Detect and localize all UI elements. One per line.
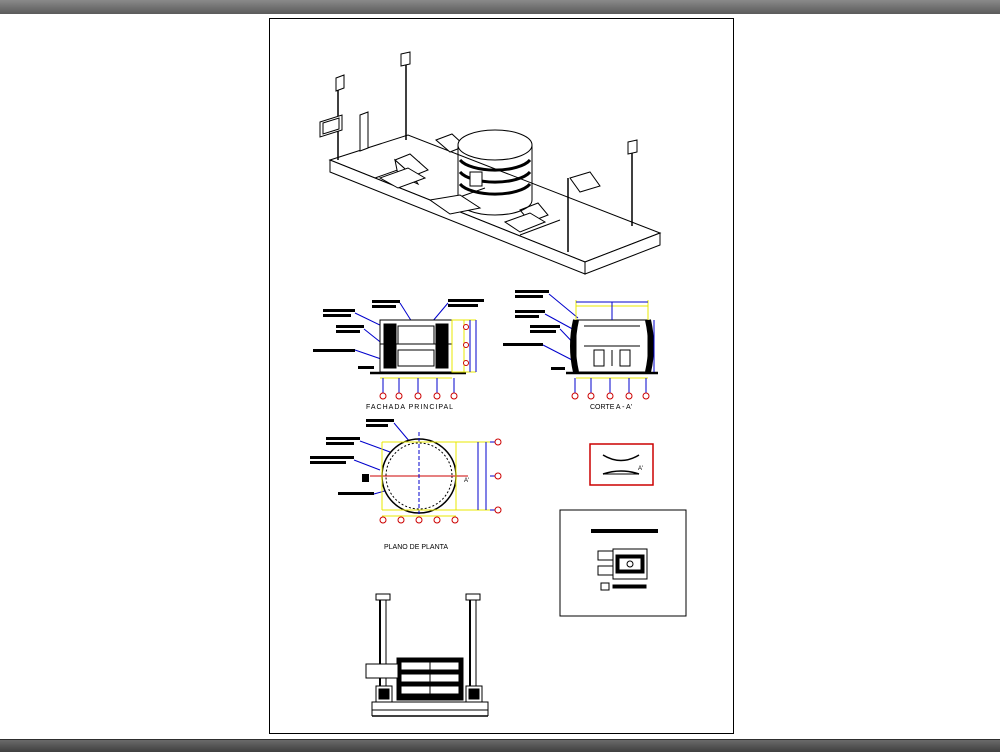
detail-box [559, 509, 687, 617]
front-elevation [313, 299, 484, 400]
status-bar [0, 739, 1000, 752]
arrow-marker: A' [638, 466, 644, 472]
section-a-a [503, 290, 658, 400]
elevation-label: FACHADA PRINCIPAL [366, 404, 455, 411]
lower-elevation [365, 593, 489, 717]
plan-label: PLANO DE PLANTA [384, 544, 449, 551]
section-label: CORTE A - A' [590, 404, 633, 411]
north-arrow-box [589, 443, 654, 486]
section-marker: A' [464, 478, 470, 484]
isometric-view [319, 51, 662, 275]
floor-plan [310, 419, 502, 524]
